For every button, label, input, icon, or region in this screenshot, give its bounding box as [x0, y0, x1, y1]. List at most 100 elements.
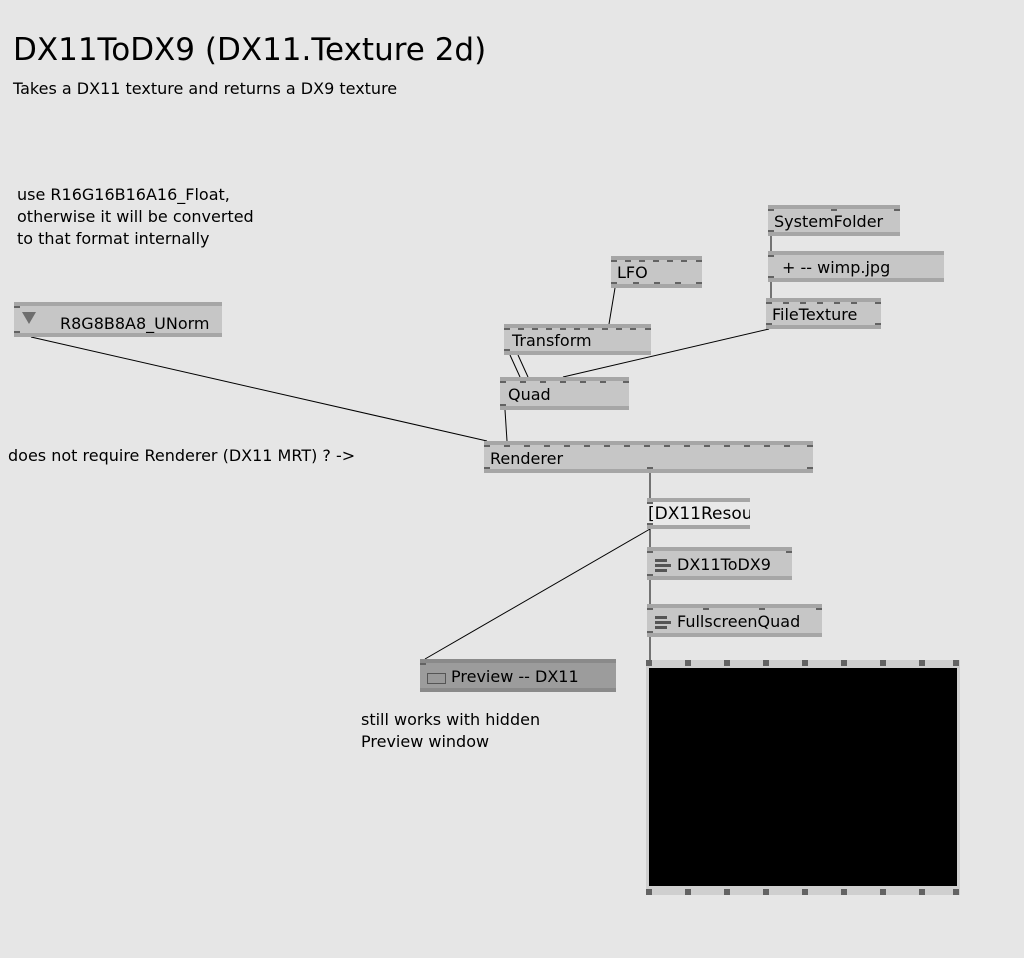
- dx11-resource-iobox[interactable]: [DX11Resou: [647, 498, 750, 529]
- pin-out[interactable]: [807, 467, 813, 469]
- pin-out[interactable]: [880, 889, 886, 895]
- filename-iobox[interactable]: + -- wimp.jpg: [768, 251, 944, 282]
- pin-in[interactable]: [783, 302, 789, 304]
- node-transform[interactable]: Transform: [504, 324, 651, 355]
- pin-in[interactable]: [14, 306, 20, 308]
- pin-in[interactable]: [524, 445, 530, 447]
- pin-in[interactable]: [639, 260, 645, 262]
- pin-in[interactable]: [768, 255, 774, 257]
- node-lfo[interactable]: LFO: [611, 256, 702, 288]
- pin-in[interactable]: [841, 660, 847, 666]
- pin-in[interactable]: [880, 660, 886, 666]
- pin-in[interactable]: [681, 260, 687, 262]
- pin-out[interactable]: [724, 889, 730, 895]
- pin-in[interactable]: [574, 328, 580, 330]
- pin-in[interactable]: [623, 381, 629, 383]
- pin-in[interactable]: [703, 608, 709, 610]
- pin-in[interactable]: [875, 302, 881, 304]
- pin-in[interactable]: [817, 302, 823, 304]
- pin-in[interactable]: [807, 445, 813, 447]
- pin-out[interactable]: [647, 467, 653, 469]
- pin-in[interactable]: [504, 445, 510, 447]
- pin-in[interactable]: [504, 328, 510, 330]
- node-renderer[interactable]: Renderer: [484, 441, 813, 473]
- pin-out[interactable]: [768, 230, 774, 232]
- pin-in[interactable]: [953, 660, 959, 666]
- pin-out[interactable]: [685, 889, 691, 895]
- pin-in[interactable]: [630, 328, 636, 330]
- node-dx11todx9[interactable]: DX11ToDX9: [647, 547, 792, 580]
- pin-in[interactable]: [500, 381, 506, 383]
- pin-in[interactable]: [834, 302, 840, 304]
- pin-in[interactable]: [544, 445, 550, 447]
- pin-in[interactable]: [647, 551, 653, 553]
- pin-in[interactable]: [420, 663, 426, 665]
- pin-in[interactable]: [784, 445, 790, 447]
- pin-in[interactable]: [919, 660, 925, 666]
- pin-in[interactable]: [616, 328, 622, 330]
- pin-in[interactable]: [685, 660, 691, 666]
- link-transform-to-quad-b[interactable]: [517, 354, 529, 378]
- renderer-output-screen[interactable]: [649, 668, 957, 886]
- pin-in[interactable]: [584, 445, 590, 447]
- format-enum-iobox[interactable]: R8G8B8A8_UNorm: [14, 302, 222, 337]
- pin-out[interactable]: [500, 404, 506, 406]
- pin-in[interactable]: [646, 660, 652, 666]
- pin-in[interactable]: [611, 260, 617, 262]
- pin-in[interactable]: [831, 209, 837, 211]
- pin-in[interactable]: [546, 328, 552, 330]
- pin-out[interactable]: [14, 331, 20, 333]
- pin-in[interactable]: [759, 608, 765, 610]
- pin-in[interactable]: [600, 381, 606, 383]
- pin-out[interactable]: [875, 323, 881, 325]
- pin-in[interactable]: [816, 608, 822, 610]
- link-filetexture-to-quad[interactable]: [562, 328, 770, 378]
- pin-in[interactable]: [604, 445, 610, 447]
- pin-in[interactable]: [667, 260, 673, 262]
- pin-in[interactable]: [802, 660, 808, 666]
- pin-in[interactable]: [786, 551, 792, 553]
- pin-out[interactable]: [953, 889, 959, 895]
- node-filetexture[interactable]: FileTexture: [766, 298, 881, 329]
- pin-in[interactable]: [532, 328, 538, 330]
- pin-out[interactable]: [504, 349, 510, 351]
- pin-in[interactable]: [647, 608, 653, 610]
- link-transform-to-quad-a[interactable]: [509, 354, 521, 378]
- pin-out[interactable]: [646, 889, 652, 895]
- pin-in[interactable]: [851, 302, 857, 304]
- pin-out[interactable]: [484, 467, 490, 469]
- pin-in[interactable]: [664, 445, 670, 447]
- pin-out[interactable]: [802, 889, 808, 895]
- pin-in[interactable]: [763, 660, 769, 666]
- link-quad-to-renderer[interactable]: [504, 409, 508, 442]
- node-fullscreenquad[interactable]: FullscreenQuad: [647, 604, 822, 637]
- dropdown-arrow-icon[interactable]: [22, 312, 36, 324]
- node-preview-dx11[interactable]: Preview -- DX11: [420, 659, 616, 692]
- pin-in[interactable]: [580, 381, 586, 383]
- pin-out[interactable]: [919, 889, 925, 895]
- link-enum-to-renderer[interactable]: [30, 336, 488, 442]
- pin-in[interactable]: [724, 445, 730, 447]
- pin-out[interactable]: [633, 282, 639, 284]
- pin-in[interactable]: [520, 381, 526, 383]
- pin-out[interactable]: [696, 282, 702, 284]
- link-lfo-to-transform[interactable]: [608, 287, 616, 325]
- pin-out[interactable]: [675, 282, 681, 284]
- link-resource-to-preview[interactable]: [424, 528, 651, 660]
- pin-in[interactable]: [764, 445, 770, 447]
- pin-in[interactable]: [602, 328, 608, 330]
- pin-out[interactable]: [763, 889, 769, 895]
- pin-in[interactable]: [744, 445, 750, 447]
- renderer-output-window[interactable]: [646, 660, 960, 895]
- pin-in[interactable]: [696, 260, 702, 262]
- pin-in[interactable]: [540, 381, 546, 383]
- node-systemfolder[interactable]: SystemFolder: [768, 205, 900, 236]
- pin-out[interactable]: [768, 276, 774, 278]
- pin-in[interactable]: [625, 260, 631, 262]
- pin-in[interactable]: [564, 445, 570, 447]
- pin-out[interactable]: [647, 523, 653, 525]
- pin-in[interactable]: [647, 502, 653, 504]
- pin-in[interactable]: [724, 660, 730, 666]
- pin-out[interactable]: [841, 889, 847, 895]
- pin-out[interactable]: [611, 282, 617, 284]
